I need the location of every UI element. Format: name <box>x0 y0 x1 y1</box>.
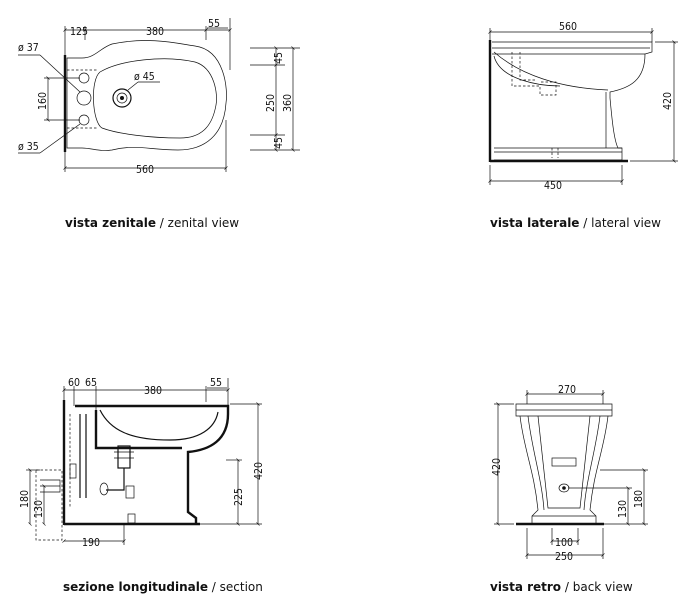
dim-560: 560 <box>136 164 154 176</box>
caption-section-it: sezione longitudinale <box>63 580 208 594</box>
caption-section: sezione longitudinale / section <box>63 580 263 594</box>
dim-450: 450 <box>544 180 562 192</box>
caption-separator: / <box>579 216 592 230</box>
dim-380: 380 <box>146 26 164 38</box>
dim-420: 420 <box>662 92 674 110</box>
dim-d37: ø 37 <box>18 42 39 54</box>
dim-130: 130 <box>33 500 45 518</box>
caption-separator: / <box>155 216 168 230</box>
dim-380: 380 <box>144 385 162 397</box>
back-view: 270 420 130 180 100 250 <box>491 384 648 563</box>
dim-420: 420 <box>491 458 503 476</box>
dim-180: 180 <box>19 490 31 508</box>
dim-160: 160 <box>37 92 49 110</box>
dim-225: 225 <box>233 488 245 506</box>
caption-section-en: section <box>219 580 263 594</box>
dim-130: 130 <box>617 500 629 518</box>
dim-420: 420 <box>253 462 265 480</box>
caption-zenital-it: vista zenitale <box>65 216 156 230</box>
dim-45-top: 45 <box>273 52 285 64</box>
caption-back-it: vista retro <box>490 580 562 594</box>
dim-190: 190 <box>82 537 100 549</box>
zenital-view: 125 380 55 ø 37 ø 45 160 ø 35 560 45 25 <box>18 18 300 176</box>
caption-separator: / <box>561 580 573 594</box>
dim-270: 270 <box>558 384 576 396</box>
dim-d35: ø 35 <box>18 141 39 153</box>
caption-lateral-it: vista laterale <box>490 216 580 230</box>
dim-d45: ø 45 <box>134 71 155 83</box>
caption-separator: / <box>207 580 220 594</box>
dim-180: 180 <box>633 490 645 508</box>
dim-60: 60 <box>68 377 80 389</box>
caption-lateral-en: lateral view <box>591 216 661 230</box>
section-view: 60 65 380 55 420 225 180 130 190 <box>19 377 265 549</box>
dim-250: 250 <box>265 94 277 112</box>
caption-back-en: back view <box>572 580 633 594</box>
caption-zenital: vista zenitale / zenital view <box>65 216 239 230</box>
dim-100: 100 <box>555 537 573 549</box>
dim-360: 360 <box>282 94 294 112</box>
lateral-view: 560 420 450 <box>488 21 678 192</box>
dim-55: 55 <box>210 377 222 389</box>
dim-65: 65 <box>85 377 97 389</box>
dim-125: 125 <box>70 26 88 38</box>
caption-zenital-en: zenital view <box>167 216 240 230</box>
dim-560: 560 <box>559 21 577 33</box>
caption-back: vista retro / back view <box>490 580 633 594</box>
dim-250: 250 <box>555 551 573 563</box>
dim-45-bottom: 45 <box>273 137 285 149</box>
dim-55: 55 <box>208 18 220 30</box>
caption-lateral: vista laterale / lateral view <box>490 216 661 230</box>
